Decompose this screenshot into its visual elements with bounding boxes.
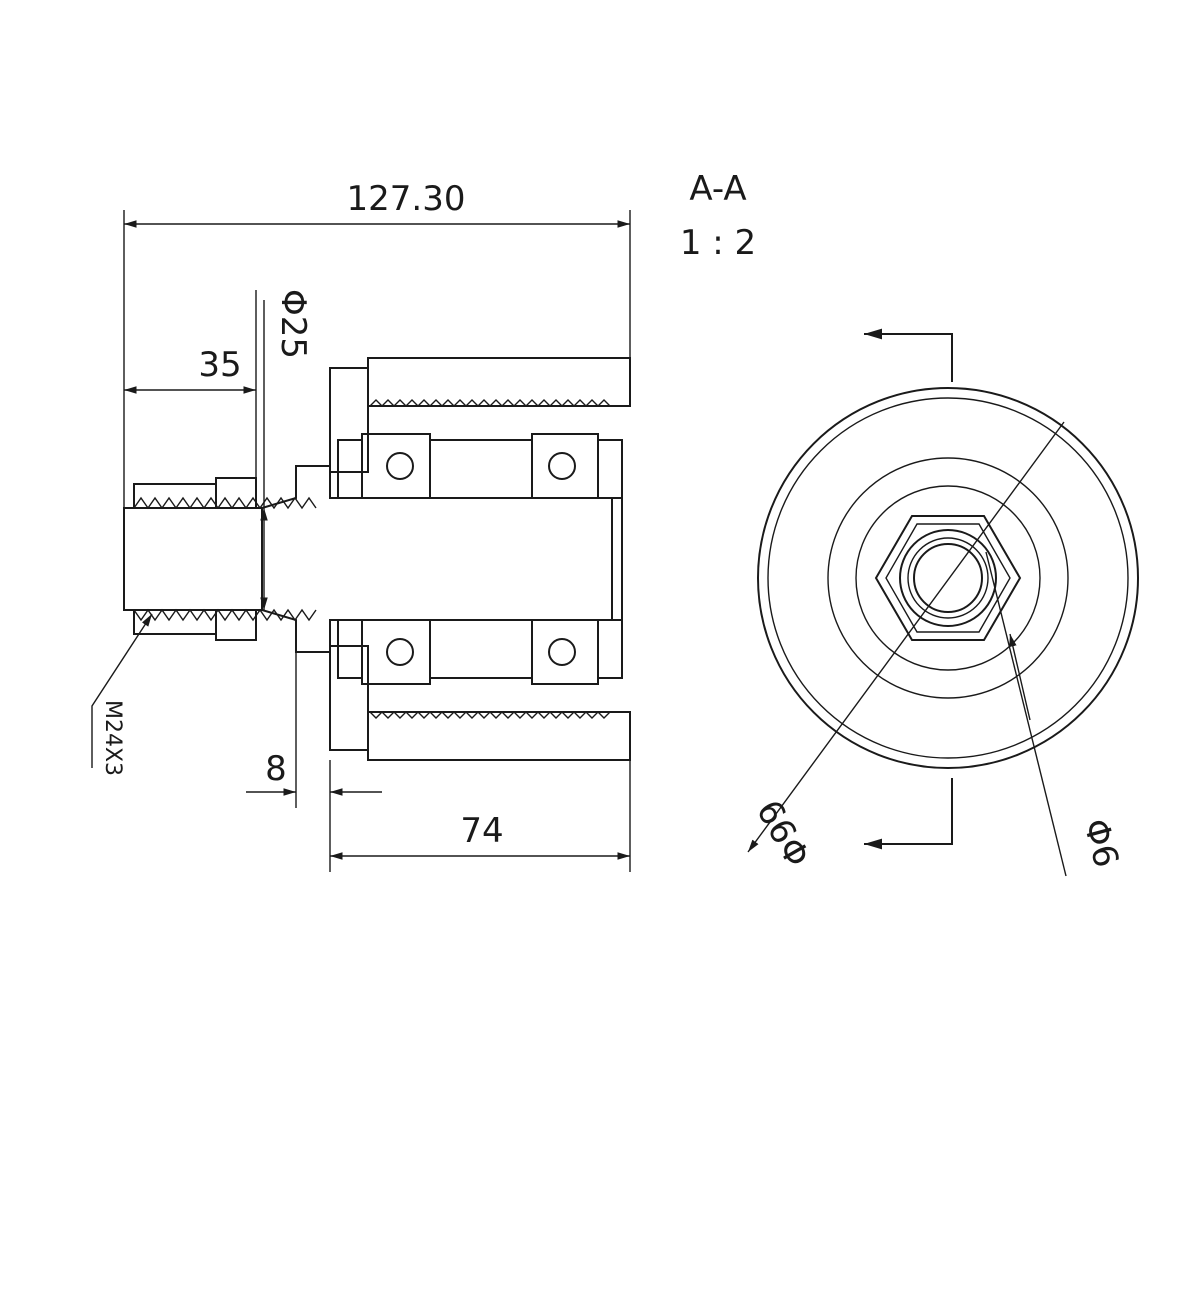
- bearing-lower-left: [361, 619, 431, 685]
- housing-upper: [367, 357, 631, 407]
- washer-upper: [215, 477, 257, 509]
- spacer-lower: [429, 619, 533, 679]
- flange-face: [855, 485, 1041, 671]
- shaft-length-label: 35: [198, 345, 241, 385]
- section-label: A-A: [689, 169, 746, 209]
- bore-inner: [913, 543, 983, 613]
- stud-thread-bottom: [133, 608, 317, 622]
- stud-thread-top: [133, 496, 317, 510]
- outer-diameter-label: Φ99: [750, 792, 820, 873]
- bore-diameter-label: Φ6: [1075, 815, 1126, 872]
- shaft-diameter-label: Φ25: [273, 289, 313, 359]
- bearing-lower-right: [531, 619, 599, 685]
- dimension-labels: 127.30 35 Φ25 M24X3 8 74: [100, 179, 504, 851]
- housing-face: [827, 457, 1069, 699]
- end-view-labels: A-A 1 : 2 Φ99 Φ6: [680, 169, 1126, 873]
- end-cap-upper: [597, 439, 623, 499]
- end-cap-lower: [597, 619, 623, 679]
- shaft-body: [261, 465, 613, 653]
- seal-lower: [337, 619, 363, 679]
- outer-ring: [757, 387, 1139, 769]
- seal-upper: [337, 439, 363, 499]
- flange-upper: [329, 367, 369, 473]
- end-plate: [611, 497, 623, 621]
- bearing-upper-left: [361, 433, 431, 499]
- section-arrow-top: [864, 328, 953, 382]
- collar-width-label: 8: [265, 749, 287, 789]
- washer-lower: [215, 609, 257, 641]
- bore-outer: [899, 529, 997, 627]
- flange-lower: [329, 645, 369, 751]
- outer-ring-inner-edge: [767, 397, 1129, 759]
- housing-thread-upper: [369, 399, 611, 407]
- spacer-upper: [429, 439, 533, 499]
- housing-thread-lower: [369, 711, 611, 719]
- hex-nut: [874, 515, 1022, 641]
- bearing-upper-right: [531, 433, 599, 499]
- overall-length-label: 127.30: [347, 179, 466, 219]
- section-arrow-bottom: [864, 778, 953, 850]
- bore-diameter-arrow: [1009, 633, 1031, 721]
- housing-lower: [367, 711, 631, 761]
- section-view: [123, 357, 631, 761]
- dimension-lines: [91, 210, 631, 872]
- bore-mid: [907, 537, 989, 619]
- thread-label: M24X3: [100, 700, 125, 776]
- bore-diameter-leader: [985, 551, 1067, 877]
- end-view: [747, 328, 1139, 877]
- hex-nut-chamfer: [885, 523, 1011, 633]
- outer-diameter-leader: [747, 421, 1065, 853]
- threaded-stud: [123, 507, 263, 611]
- body-length-label: 74: [460, 811, 503, 851]
- scale-label: 1 : 2: [680, 223, 756, 263]
